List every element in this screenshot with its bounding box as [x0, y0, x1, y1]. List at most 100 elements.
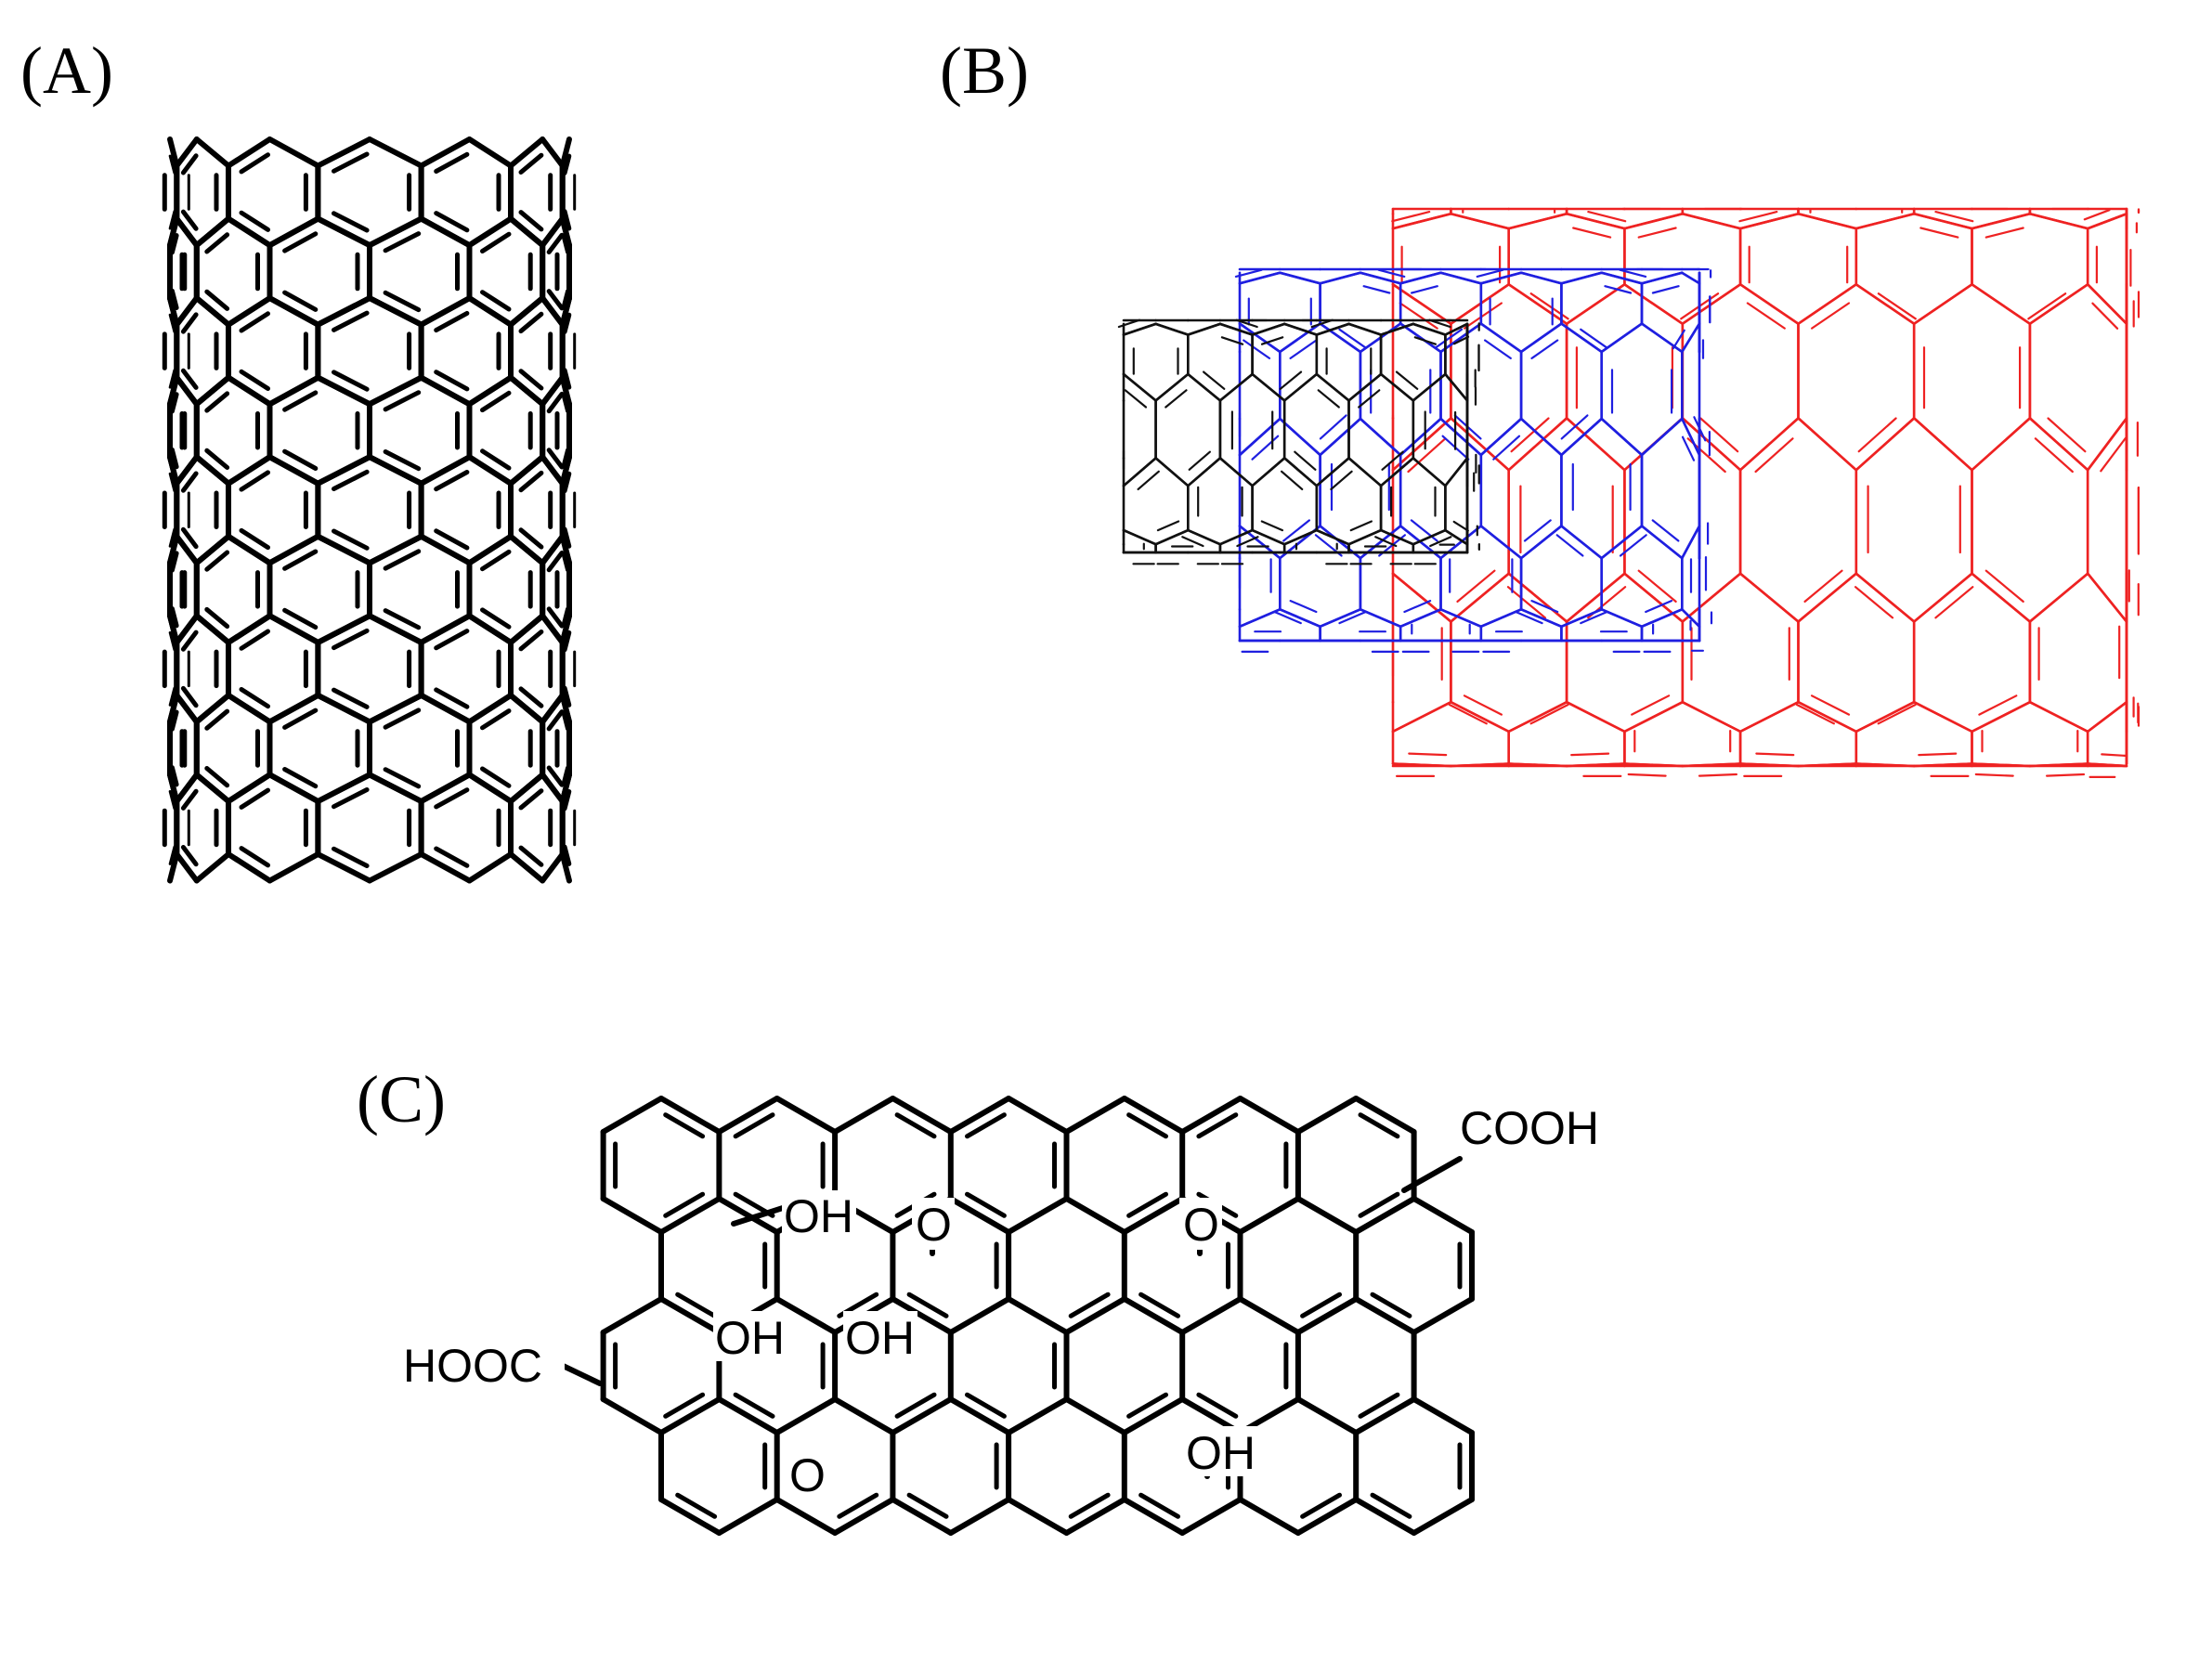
nanotube-bond [509, 535, 544, 565]
nanotube-bond [174, 136, 200, 169]
nanotube-wall-bond [1479, 607, 1523, 629]
graphene-bond [890, 1096, 954, 1135]
nanotube-bond [193, 613, 231, 645]
double-bond-line [383, 290, 422, 313]
double-bond-line [1452, 335, 1470, 345]
nanotube-bond [226, 454, 273, 487]
graphene-bond [1353, 1396, 1417, 1435]
double-bond-line [562, 209, 572, 231]
double-bond-line [518, 369, 544, 391]
graphene-bond [947, 1296, 1012, 1335]
graphene-bond [1006, 1296, 1070, 1335]
double-bond-line [332, 787, 370, 810]
double-bond-line [1698, 773, 1738, 777]
nanotube-wall-bond [1519, 607, 1563, 629]
nanotube-bond [193, 772, 231, 804]
nanotube-bond [193, 851, 231, 884]
double-bond-line [2046, 773, 2086, 777]
nanotube-wall-bond [1971, 282, 2032, 326]
double-bond-line [1156, 520, 1180, 532]
nanotube-bond [174, 454, 200, 487]
double-bond-line [1934, 586, 1974, 619]
double-bond-line [480, 231, 512, 253]
double-bond-line [1362, 285, 1391, 294]
double-bond-line [1803, 569, 1843, 604]
double-bond-line [434, 470, 470, 492]
double-bond-line [1857, 417, 1897, 453]
double-bond-line [169, 288, 179, 310]
graphene-bond [1411, 1497, 1475, 1536]
double-bond-line [518, 470, 544, 493]
nanotube-bond [560, 535, 571, 565]
double-bond-line [168, 369, 176, 389]
double-bond-line [1510, 417, 1550, 453]
nanotube-wall-bond [1600, 417, 1644, 457]
double-bond-line [1978, 695, 2018, 716]
double-bond-line [1188, 450, 1212, 471]
double-bond-line [239, 369, 270, 391]
double-bond-line [1604, 285, 1633, 294]
double-bond-line [837, 1492, 879, 1519]
nanotube-wall-bond [1251, 457, 1286, 487]
double-bond-line [2100, 436, 2127, 473]
nanotube-wall-bond [2028, 762, 2089, 768]
double-bond-line [169, 709, 179, 732]
double-bond-line [383, 767, 422, 789]
nanotube-wall-bond [1450, 700, 1510, 734]
graphene-bond [1006, 1096, 1070, 1135]
double-bond-line [2101, 753, 2128, 758]
double-bond-line [180, 526, 199, 550]
nanotube-wall-bond [2028, 417, 2089, 472]
nanotube-wall-bond [2028, 700, 2089, 734]
nanotube-wall-bond [1347, 322, 1383, 336]
double-bond-line [332, 310, 370, 332]
double-bond-line [204, 766, 230, 788]
nanotube-wall-bond [1681, 700, 1742, 734]
nanotube-wall-bond [2028, 282, 2089, 326]
nanotube-wall-bond [1912, 572, 1973, 623]
nanotube-bond [467, 137, 513, 168]
nanotube-bond [419, 852, 472, 883]
nanotube-bond [167, 136, 180, 169]
double-bond-line [1358, 1392, 1400, 1419]
nanotube-wall-bond [1450, 417, 1510, 472]
double-bond-line [1338, 328, 1367, 349]
double-bond-line [180, 788, 199, 811]
nanotube-bond [419, 694, 472, 724]
nanotube-wall-bond [1412, 372, 1447, 402]
graphene-bond [1237, 1296, 1301, 1335]
double-bond-line [332, 151, 370, 174]
double-bond-line [1754, 437, 1794, 474]
double-bond-line [1560, 414, 1589, 440]
nanotube-wall-bond [1738, 762, 1800, 768]
nanotube-wall-bond [2086, 762, 2128, 768]
graphene-bond [1353, 1497, 1417, 1536]
nanotube-bond [540, 773, 565, 803]
hydroxyl-label-1: OH [784, 1190, 853, 1242]
epoxide-oxygen-label-1: O [916, 1199, 952, 1251]
nanotube-wall-bond [2086, 282, 2128, 326]
graphene-bond [658, 1096, 722, 1135]
nanotube-wall-bond [1218, 528, 1254, 546]
nanotube-wall-bond [1279, 271, 1321, 285]
graphene-oxide-structure: COOH HOOC OH OH OH OH O O O [399, 1096, 1614, 1536]
nanotube-wall-bond [1412, 322, 1447, 336]
double-bond-line [562, 153, 572, 175]
nanotube-bond [467, 614, 513, 644]
nanotube-bond [540, 455, 565, 486]
double-bond-line [561, 289, 569, 309]
graphene-bond [774, 1396, 839, 1435]
double-bond-line [1319, 414, 1347, 440]
nanotube-wall-bond [2028, 213, 2089, 230]
nanotube-wall-bond [1251, 322, 1286, 336]
nanotube-wall-bond [1439, 271, 1483, 285]
graphene-bond [832, 1096, 896, 1135]
double-bond-line [180, 471, 199, 493]
nanotube-bond [316, 137, 371, 168]
double-bond-line [733, 1392, 775, 1419]
graphene-bond [1121, 1096, 1186, 1135]
nanotube-wall-bond [1640, 525, 1684, 560]
double-bond-line [1273, 611, 1302, 625]
nanotube-wall-bond [1251, 372, 1286, 402]
graphene-bond [1121, 1497, 1186, 1536]
